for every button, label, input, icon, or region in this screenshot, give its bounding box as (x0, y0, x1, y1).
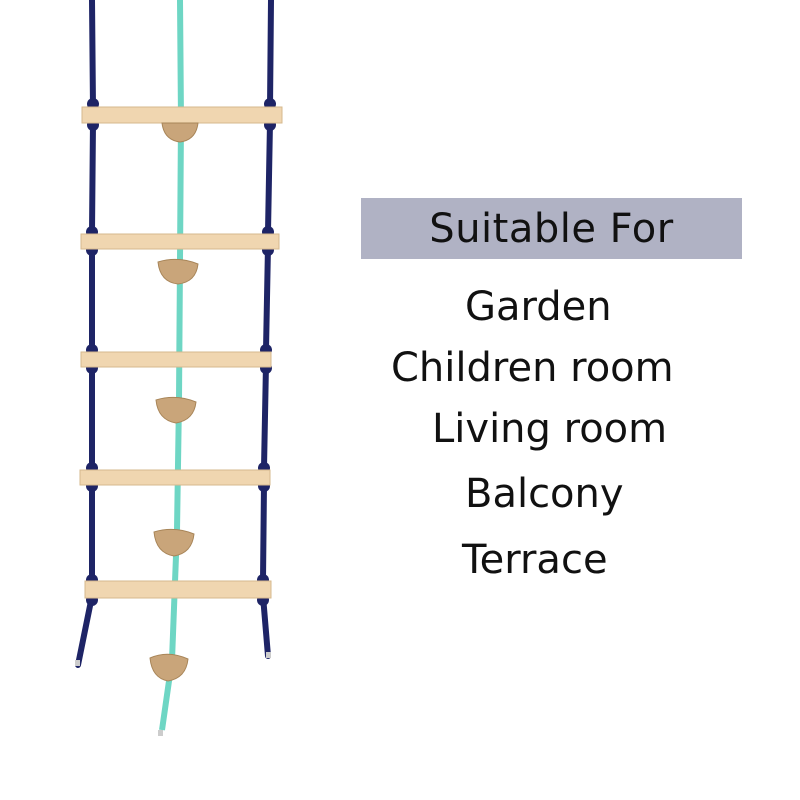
place-living-room: Living room (432, 406, 668, 452)
suitable-for-heading: Suitable For (361, 198, 742, 259)
heading-label: Suitable For (429, 205, 674, 252)
side-ropes (75, 0, 274, 668)
place-garden: Garden (465, 284, 612, 330)
place-balcony: Balcony (465, 471, 624, 517)
place-children-room: Children room (391, 345, 674, 391)
climbing-stones (149, 122, 199, 682)
rope-ladder-image (75, 0, 283, 736)
place-terrace: Terrace (462, 537, 608, 583)
wooden-rungs (79, 106, 283, 599)
